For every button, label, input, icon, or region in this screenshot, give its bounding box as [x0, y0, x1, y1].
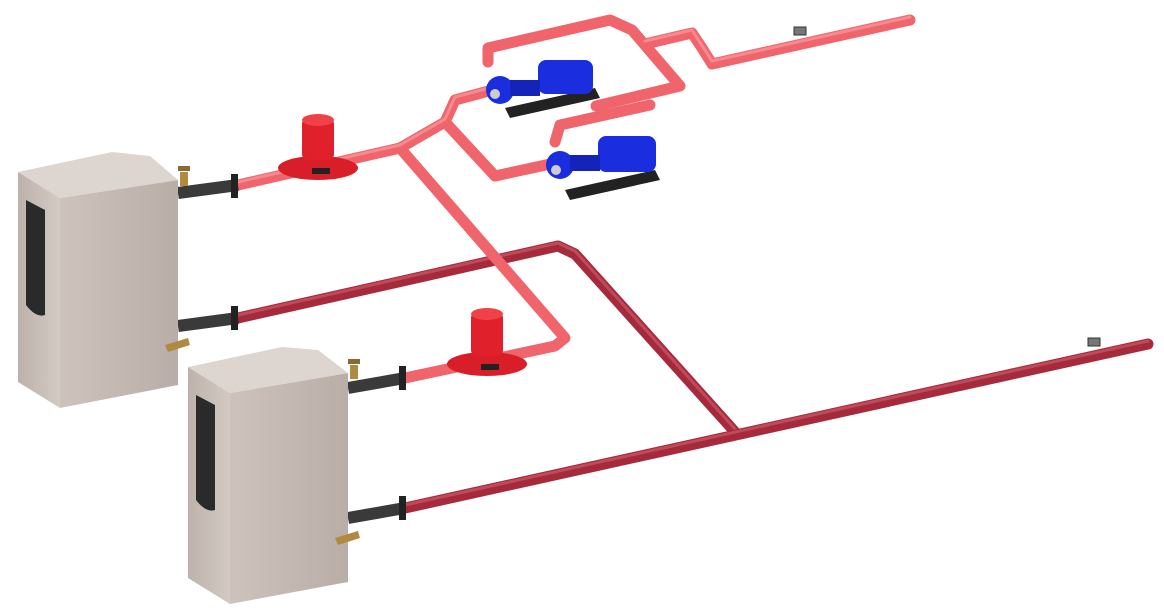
pump-base	[505, 88, 600, 118]
pump-label-plate	[312, 168, 330, 174]
sensor-icon	[1087, 337, 1101, 347]
pump-eye	[490, 89, 500, 99]
pump-loop-lower	[439, 116, 561, 182]
boiler-2[interactable]	[188, 347, 360, 604]
centrifugal-pump-1[interactable]	[486, 60, 600, 118]
boiler-icon	[196, 395, 215, 511]
pump-icon	[538, 60, 593, 94]
inline-pump-2[interactable]	[447, 308, 527, 376]
return-pipe-network	[232, 240, 1154, 514]
pump-motor-cap	[471, 308, 503, 320]
supply-sensor[interactable]	[793, 26, 807, 36]
flange	[231, 306, 238, 330]
boiler-front	[60, 180, 178, 408]
valve-icon	[178, 166, 190, 186]
return-pipe-1	[232, 240, 741, 438]
valve-icon	[348, 359, 360, 379]
inline-pump-1[interactable]	[278, 114, 358, 180]
outlet-highlight	[643, 15, 912, 63]
boiler-1[interactable]	[18, 152, 190, 408]
boiler-2-supply-connector	[346, 372, 407, 394]
centrifugal-pump-2[interactable]	[546, 136, 660, 200]
boiler-icon	[26, 200, 45, 316]
boiler-2-return-connector	[346, 502, 407, 524]
pump-eye	[551, 165, 561, 175]
flange	[399, 366, 406, 390]
boiler-1-return-connector	[177, 312, 239, 332]
boiler-1-supply-connector	[177, 179, 239, 199]
pump-volute	[486, 76, 514, 104]
pump-label-plate	[481, 364, 499, 370]
flange	[231, 174, 238, 198]
pump-icon	[598, 136, 656, 172]
valve-icon	[335, 531, 360, 545]
return-pipe-main	[399, 338, 1154, 514]
pump-coupling	[510, 80, 540, 96]
pump-base	[565, 170, 660, 200]
return-pipe-main-highlight	[403, 339, 1150, 507]
return-pipe-1-highlight	[236, 241, 737, 431]
valve-icon	[165, 338, 190, 352]
pump-motor	[471, 312, 503, 356]
boiler-top	[188, 347, 348, 393]
pump-coupling	[570, 155, 600, 171]
pump-motor-cap	[302, 114, 334, 126]
pump-loop-riser	[549, 99, 656, 148]
boiler-front	[230, 373, 348, 604]
pump-loop-upper	[482, 14, 686, 112]
boiler-top	[18, 152, 178, 198]
pump-volute	[546, 151, 574, 179]
boiler-connectors	[177, 174, 407, 524]
return-sensor[interactable]	[1087, 337, 1101, 347]
sensor-icon	[793, 26, 807, 36]
flange	[399, 496, 406, 520]
pump-motor	[302, 118, 334, 160]
supply-highlight	[236, 83, 502, 184]
